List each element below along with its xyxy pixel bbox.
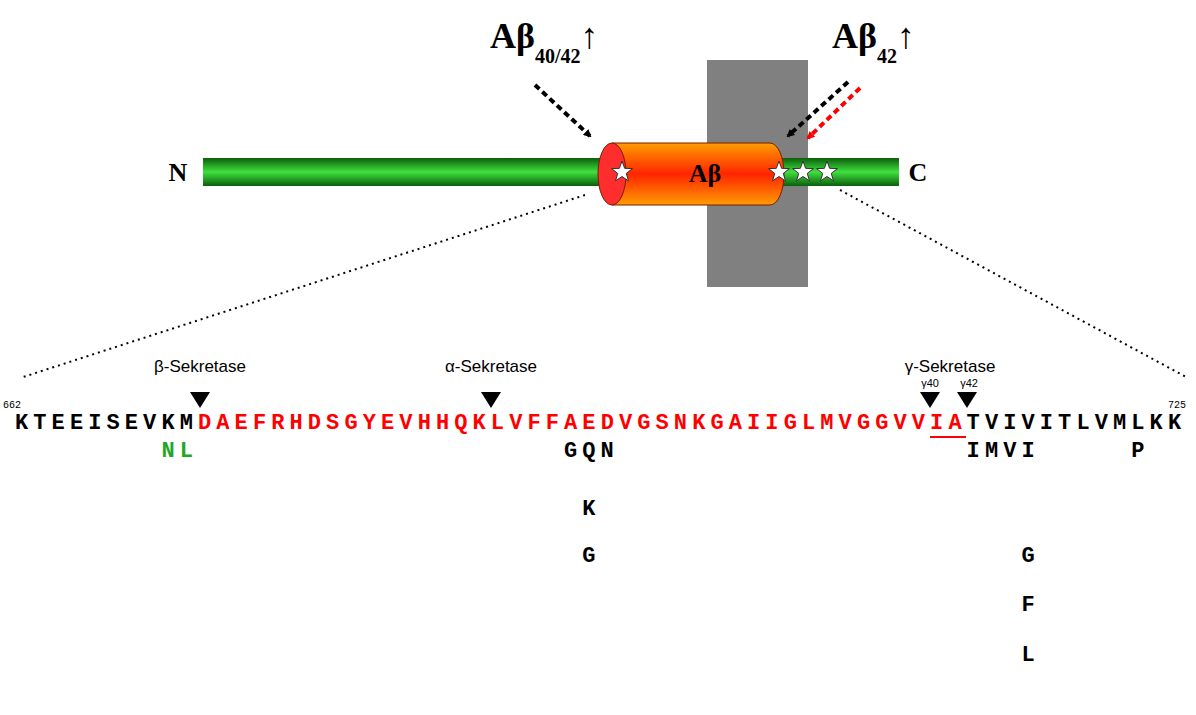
dashed-arrow xyxy=(808,88,860,138)
mutation: P xyxy=(1131,441,1149,463)
mutation: G xyxy=(582,546,600,568)
cleavage-site-label: γ40 xyxy=(921,378,939,389)
mutation: L xyxy=(1022,645,1040,667)
cleavage-marker xyxy=(190,392,210,408)
secretase-label: α-Sekretase xyxy=(445,358,537,375)
mutation-star xyxy=(817,161,838,181)
abeta-subscript: 40/42 xyxy=(535,46,581,66)
cleavage-marker xyxy=(920,392,940,408)
residue-number: 662 xyxy=(3,401,21,411)
mutation: NL xyxy=(161,441,198,463)
increase-arrow: ↑ xyxy=(581,18,599,54)
app-bar xyxy=(203,158,899,186)
mutation-star xyxy=(793,161,814,181)
zoom-line xyxy=(840,190,1188,378)
underline xyxy=(930,436,966,438)
secretase-label: γ-Sekretase xyxy=(905,358,996,375)
node-label: Aβ xyxy=(689,161,721,187)
mutation: F xyxy=(1022,595,1040,617)
sequence-segment: TVIVITLVMLKK xyxy=(967,413,1187,435)
dashed-arrow xyxy=(788,82,848,136)
mutation-star xyxy=(612,161,633,181)
cylinder-end xyxy=(598,143,626,205)
mutation: G xyxy=(1022,546,1040,568)
abeta-label: Aβ xyxy=(832,18,877,54)
sequence-segment: KTEEISEVKM xyxy=(15,413,198,435)
cleavage-marker xyxy=(481,392,501,408)
dashed-arrow xyxy=(535,85,590,136)
cleavage-site-label: γ42 xyxy=(960,378,978,389)
mutation: K xyxy=(582,499,600,521)
residue-number: 725 xyxy=(1168,401,1186,411)
mutation: IMVI xyxy=(967,441,1040,463)
cylinder-body xyxy=(612,143,784,205)
cleavage-marker xyxy=(957,392,977,408)
abeta-subscript: 42 xyxy=(877,46,897,66)
mutation-star xyxy=(769,161,790,181)
abeta-cylinder: Aβ xyxy=(597,140,785,208)
terminus-label: C xyxy=(909,160,928,186)
terminus-label: N xyxy=(169,160,188,186)
abeta-sequence: DAEFRHDSGYEVHHQKLVFFAEDVGSNKGAIIGLMVGGVV… xyxy=(198,413,967,435)
secretase-label: β-Sekretase xyxy=(154,358,246,375)
zoom-line xyxy=(20,195,585,378)
abeta-label: Aβ xyxy=(490,18,535,54)
increase-arrow: ↑ xyxy=(897,18,915,54)
mutation: GQN xyxy=(564,441,619,463)
